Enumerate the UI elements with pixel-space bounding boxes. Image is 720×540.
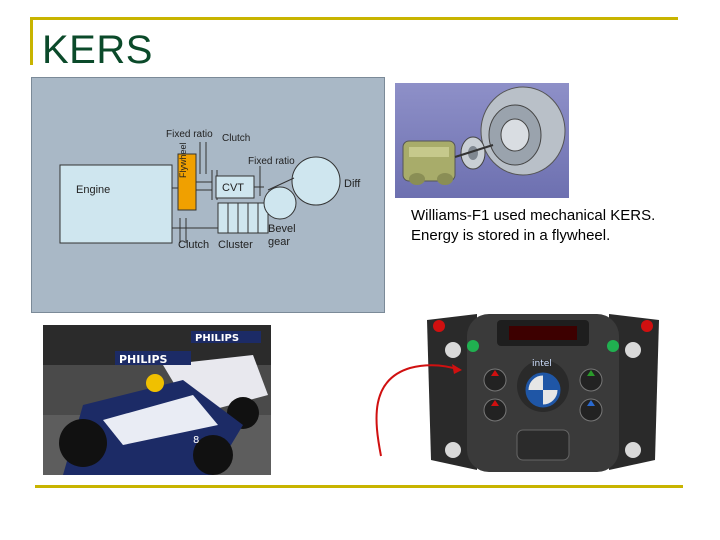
kers-cad-render-image — [395, 83, 569, 198]
schematic-drawing — [59, 142, 341, 244]
label-diff: Diff — [344, 178, 361, 190]
diff-circle — [291, 156, 341, 206]
label-fixed-ratio-right: Fixed ratio — [248, 156, 295, 167]
wheel-brand-text: intel — [532, 359, 552, 369]
label-gear: gear — [268, 236, 291, 248]
rear-car-livery-text: PHILIPS — [195, 333, 239, 344]
bevel-gear-circle — [263, 186, 297, 220]
frame-left-rule — [30, 17, 33, 65]
label-clutch-bottom: Clutch — [178, 239, 210, 251]
label-flywheel: Flywheel — [178, 142, 188, 178]
frame-bottom-rule — [35, 485, 683, 488]
label-clutch-top: Clutch — [222, 133, 251, 144]
label-cluster: Cluster — [218, 239, 253, 251]
label-cvt: CVT — [222, 182, 244, 194]
cluster-box — [217, 202, 269, 234]
front-car-livery-text: PHILIPS — [119, 353, 168, 366]
label-engine: Engine — [76, 184, 111, 196]
kers-schematic-diagram: Fixed ratio Clutch Fixed ratio Engine Fl… — [31, 77, 385, 313]
car-number-text: 8 — [193, 435, 199, 446]
caption-line-2: Energy is stored in a flywheel. — [411, 227, 611, 244]
frame-top-rule — [30, 17, 678, 20]
slide-title: KERS — [42, 28, 153, 72]
williams-f1-car-photo: PHILIPS PHILIPS 8 — [43, 325, 271, 475]
slide-caption: Williams-F1 used mechanical KERS. Energy… — [411, 206, 655, 246]
caption-line-1: Williams-F1 used mechanical KERS. — [411, 207, 656, 224]
engine-box — [59, 164, 173, 244]
label-fixed-ratio-top: Fixed ratio — [166, 129, 213, 140]
label-bevel: Bevel — [268, 223, 296, 235]
red-pointer-arrow — [375, 364, 462, 457]
f1-steering-wheel-photo: intel — [417, 310, 669, 474]
